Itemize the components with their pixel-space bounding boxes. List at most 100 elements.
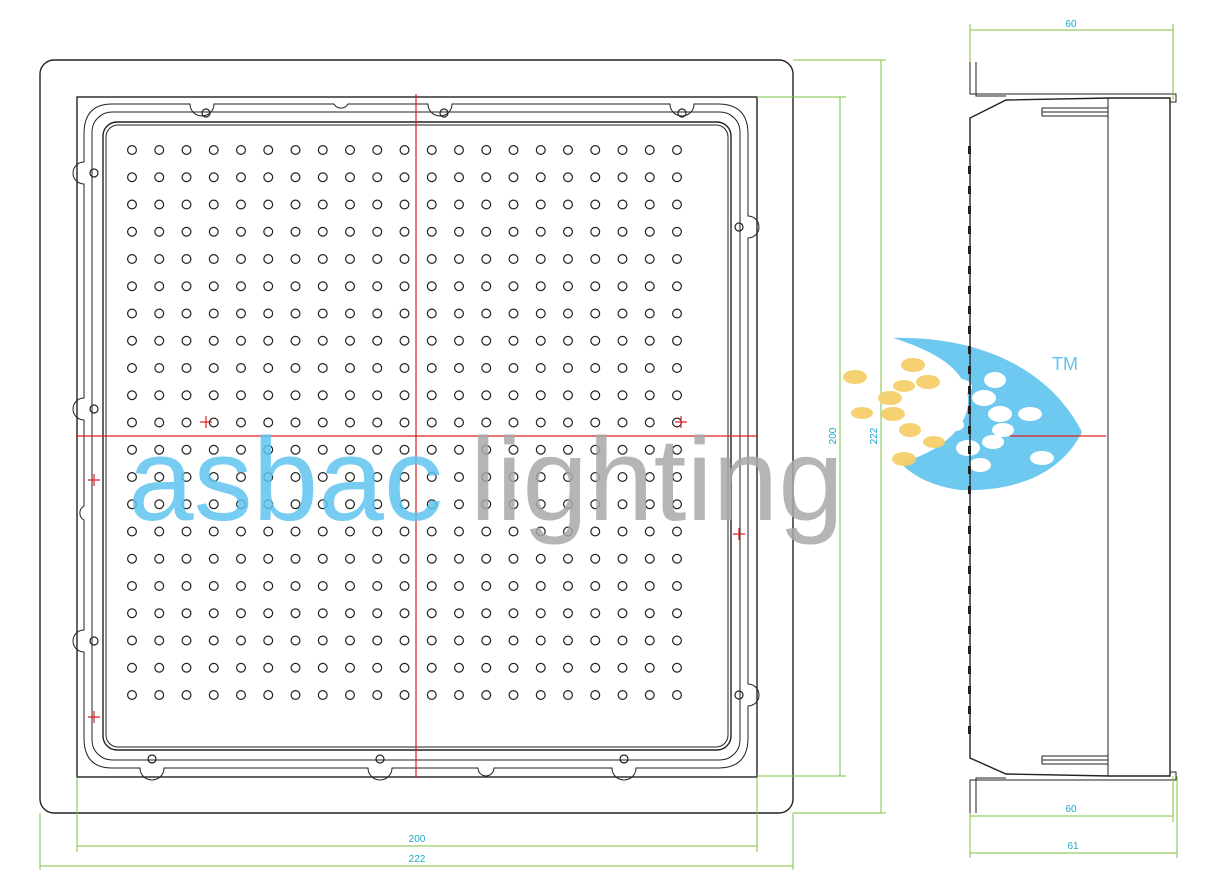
led-hole [644, 417, 655, 428]
led-hole [590, 390, 601, 401]
fin-tick [968, 166, 971, 174]
led-hole [154, 553, 165, 564]
led-hole [590, 580, 601, 591]
led-hole [399, 689, 410, 700]
led-hole [181, 499, 192, 510]
led-hole [263, 472, 274, 483]
dim-outer-height-label: 222 [869, 427, 880, 444]
led-hole [590, 281, 601, 292]
led-hole [454, 390, 465, 401]
led-hole [671, 662, 682, 673]
led-hole [154, 608, 165, 619]
led-hole [535, 281, 546, 292]
dim-width-200: 200 [76, 777, 758, 852]
led-hole [426, 281, 437, 292]
dim-inner-height-label: 200 [828, 427, 839, 444]
fin-tick [968, 326, 971, 334]
led-hole [454, 608, 465, 619]
led-hole [644, 526, 655, 537]
led-hole [454, 226, 465, 237]
led-hole [671, 363, 682, 374]
led-hole [562, 553, 573, 564]
led-hole [208, 254, 219, 265]
led-hole [317, 689, 328, 700]
led-hole [317, 580, 328, 591]
led-hole [208, 499, 219, 510]
dim-overall-depth-label: 61 [1067, 841, 1079, 852]
led-hole [644, 226, 655, 237]
dim-outer-width-label: 222 [409, 854, 426, 865]
led-hole [290, 608, 301, 619]
led-hole [208, 662, 219, 673]
led-hole [372, 281, 383, 292]
led-hole [263, 145, 274, 156]
led-hole [208, 608, 219, 619]
led-hole [345, 390, 356, 401]
led-hole [154, 526, 165, 537]
led-hole [208, 335, 219, 346]
led-hole [345, 281, 356, 292]
led-hole [345, 145, 356, 156]
led-hole [426, 580, 437, 591]
led-hole [617, 608, 628, 619]
led-hole [617, 662, 628, 673]
led-hole [290, 580, 301, 591]
led-hole [617, 689, 628, 700]
led-hole [236, 689, 247, 700]
led-hole [399, 335, 410, 346]
led-hole [481, 172, 492, 183]
led-hole [399, 553, 410, 564]
led-hole [345, 662, 356, 673]
led-hole [617, 417, 628, 428]
led-hole [126, 662, 137, 673]
led-hole [644, 335, 655, 346]
led-hole [154, 281, 165, 292]
led-hole [426, 363, 437, 374]
led-hole [345, 499, 356, 510]
led-hole [617, 580, 628, 591]
dim-top-depth-label: 60 [1065, 19, 1077, 30]
led-hole [508, 390, 519, 401]
led-hole [481, 444, 492, 455]
led-hole [508, 226, 519, 237]
fin-ticks [968, 146, 971, 734]
led-hole [399, 199, 410, 210]
led-hole [426, 172, 437, 183]
led-hole [590, 444, 601, 455]
led-hole [590, 553, 601, 564]
led-hole [671, 499, 682, 510]
led-hole [399, 580, 410, 591]
led-hole [562, 199, 573, 210]
led-hole [154, 254, 165, 265]
led-hole [508, 417, 519, 428]
led-hole [317, 145, 328, 156]
led-hole [372, 580, 383, 591]
led-hole [317, 363, 328, 374]
led-hole [181, 472, 192, 483]
led-hole [590, 662, 601, 673]
led-hole [263, 608, 274, 619]
led-hole [399, 444, 410, 455]
led-hole [345, 363, 356, 374]
led-hole [399, 281, 410, 292]
logo-crescent-shape [893, 337, 1082, 491]
led-hole [508, 580, 519, 591]
led-hole [399, 390, 410, 401]
led-hole [236, 662, 247, 673]
led-hole [590, 145, 601, 156]
led-hole [644, 390, 655, 401]
led-hole [508, 335, 519, 346]
led-hole [290, 308, 301, 319]
led-hole [154, 444, 165, 455]
led-hole [426, 635, 437, 646]
led-hole [562, 580, 573, 591]
fin-tick [968, 446, 971, 454]
led-hole [263, 526, 274, 537]
led-hole [154, 335, 165, 346]
led-hole [399, 499, 410, 510]
led-hole [290, 363, 301, 374]
led-hole [345, 335, 356, 346]
led-hole [535, 608, 546, 619]
dim-bottom-depth-label: 60 [1065, 804, 1077, 815]
logo-word-lighting: lighting [470, 414, 844, 546]
